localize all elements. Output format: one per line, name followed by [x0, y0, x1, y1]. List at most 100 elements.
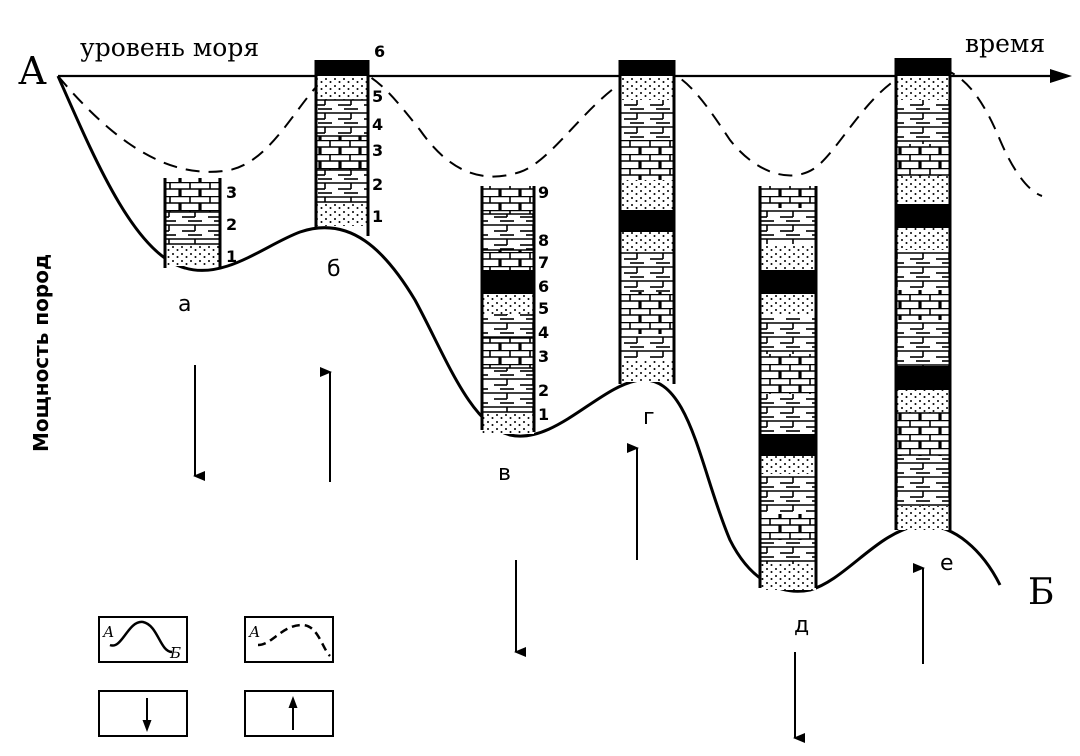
layer-brick — [620, 292, 674, 334]
layer-numbers-v: 9 8 7 6 5 4 3 2 1 — [538, 183, 549, 424]
layer-sand — [760, 294, 816, 316]
layer-number: 1 — [226, 247, 237, 266]
section-label-a: а — [178, 292, 191, 317]
layer-sand — [760, 456, 816, 474]
layer-brick — [165, 194, 220, 212]
layer-marl — [760, 394, 816, 434]
layer-number: 2 — [538, 381, 549, 400]
layer-brick — [620, 140, 674, 180]
layer-number: 3 — [372, 141, 383, 160]
point-b-label: Б — [1028, 572, 1054, 613]
layer-marl — [316, 170, 368, 202]
layer-black — [620, 210, 674, 232]
down-arrow-icon — [142, 720, 152, 732]
layer-brick — [760, 186, 816, 208]
section-label-b: б — [327, 257, 341, 282]
layer-brick — [896, 412, 950, 456]
layer-black — [896, 204, 950, 228]
layer-brick — [482, 338, 534, 368]
layer-marl — [482, 368, 534, 412]
layer-brick — [760, 514, 816, 540]
legend-end-letter: Б — [169, 644, 181, 662]
sea-level-label: уровень моря — [80, 33, 259, 62]
layer-sand — [896, 506, 950, 530]
layer-sand — [896, 176, 950, 204]
layer-marl — [620, 334, 674, 360]
layer-brick — [165, 178, 220, 194]
layer-sand — [316, 76, 368, 100]
layer-sand — [896, 228, 950, 250]
layer-sand — [165, 244, 220, 266]
layer-marl — [760, 540, 816, 564]
section-label-g: г — [643, 405, 655, 430]
column-b — [314, 60, 370, 236]
legend-uplift-arrow — [244, 690, 334, 737]
layer-number: 3 — [226, 183, 237, 202]
layer-marl — [760, 208, 816, 244]
layer-number: 7 — [538, 253, 549, 272]
layer-marl — [896, 250, 950, 290]
layer-sand — [760, 564, 816, 590]
layer-black — [482, 270, 534, 294]
layer-numbers-b: 6 5 4 3 2 1 — [372, 42, 385, 226]
layer-number: 2 — [372, 175, 383, 194]
time-axis-label: время — [965, 29, 1045, 58]
layer-black — [620, 60, 674, 76]
column-e — [894, 58, 952, 530]
layer-sand — [620, 180, 674, 210]
up-arrow-icon — [288, 696, 298, 708]
layer-number: 1 — [372, 207, 383, 226]
legend: А Б А — [98, 616, 334, 737]
layer-marl — [760, 474, 816, 514]
layer-black — [760, 270, 816, 294]
layer-sand — [620, 232, 674, 252]
layer-sand — [316, 202, 368, 226]
layer-marl — [620, 100, 674, 140]
layer-sand — [620, 360, 674, 382]
layer-number: 6 — [374, 42, 385, 61]
layer-sand — [482, 294, 534, 314]
layer-number: 2 — [226, 215, 237, 234]
layer-number: 6 — [538, 277, 549, 296]
layer-sand — [760, 244, 816, 270]
layer-black — [760, 434, 816, 456]
section-label-e: е — [940, 551, 954, 576]
layer-sand — [896, 390, 950, 412]
thickness-axis-label: Мощность пород — [29, 254, 53, 452]
basement-curve — [56, 75, 1002, 593]
layer-number: 5 — [372, 87, 383, 106]
layer-marl — [620, 252, 674, 292]
layer-black — [316, 60, 368, 76]
legend-start-letter: А — [102, 623, 114, 641]
point-a-label: А — [18, 49, 47, 93]
column-v — [480, 186, 536, 434]
layer-numbers-a: 3 2 1 — [226, 183, 237, 266]
layer-marl — [316, 100, 368, 136]
layer-number: 5 — [538, 299, 549, 318]
layer-number: 9 — [538, 183, 549, 202]
layer-brick — [482, 186, 534, 214]
layer-brick — [896, 144, 950, 176]
column-a — [163, 178, 222, 268]
layer-number: 8 — [538, 231, 549, 250]
section-label-d: д — [794, 613, 809, 638]
legend-solid-curve: А Б — [98, 616, 188, 663]
layer-number: 1 — [538, 405, 549, 424]
layer-sand — [482, 412, 534, 434]
layer-black — [896, 366, 950, 390]
sea-level-curve — [57, 66, 1043, 197]
layer-sand — [896, 76, 950, 100]
legend-start-letter: А — [248, 623, 260, 641]
layer-marl — [482, 214, 534, 250]
layer-marl — [896, 320, 950, 366]
column-d — [758, 186, 818, 590]
layer-number: 4 — [538, 323, 549, 342]
layer-number: 3 — [538, 347, 549, 366]
time-axis-arrowhead — [1050, 69, 1072, 83]
layer-number: 4 — [372, 115, 383, 134]
layer-marl — [760, 316, 816, 354]
movement-arrows — [193, 365, 925, 743]
column-g — [618, 60, 676, 384]
